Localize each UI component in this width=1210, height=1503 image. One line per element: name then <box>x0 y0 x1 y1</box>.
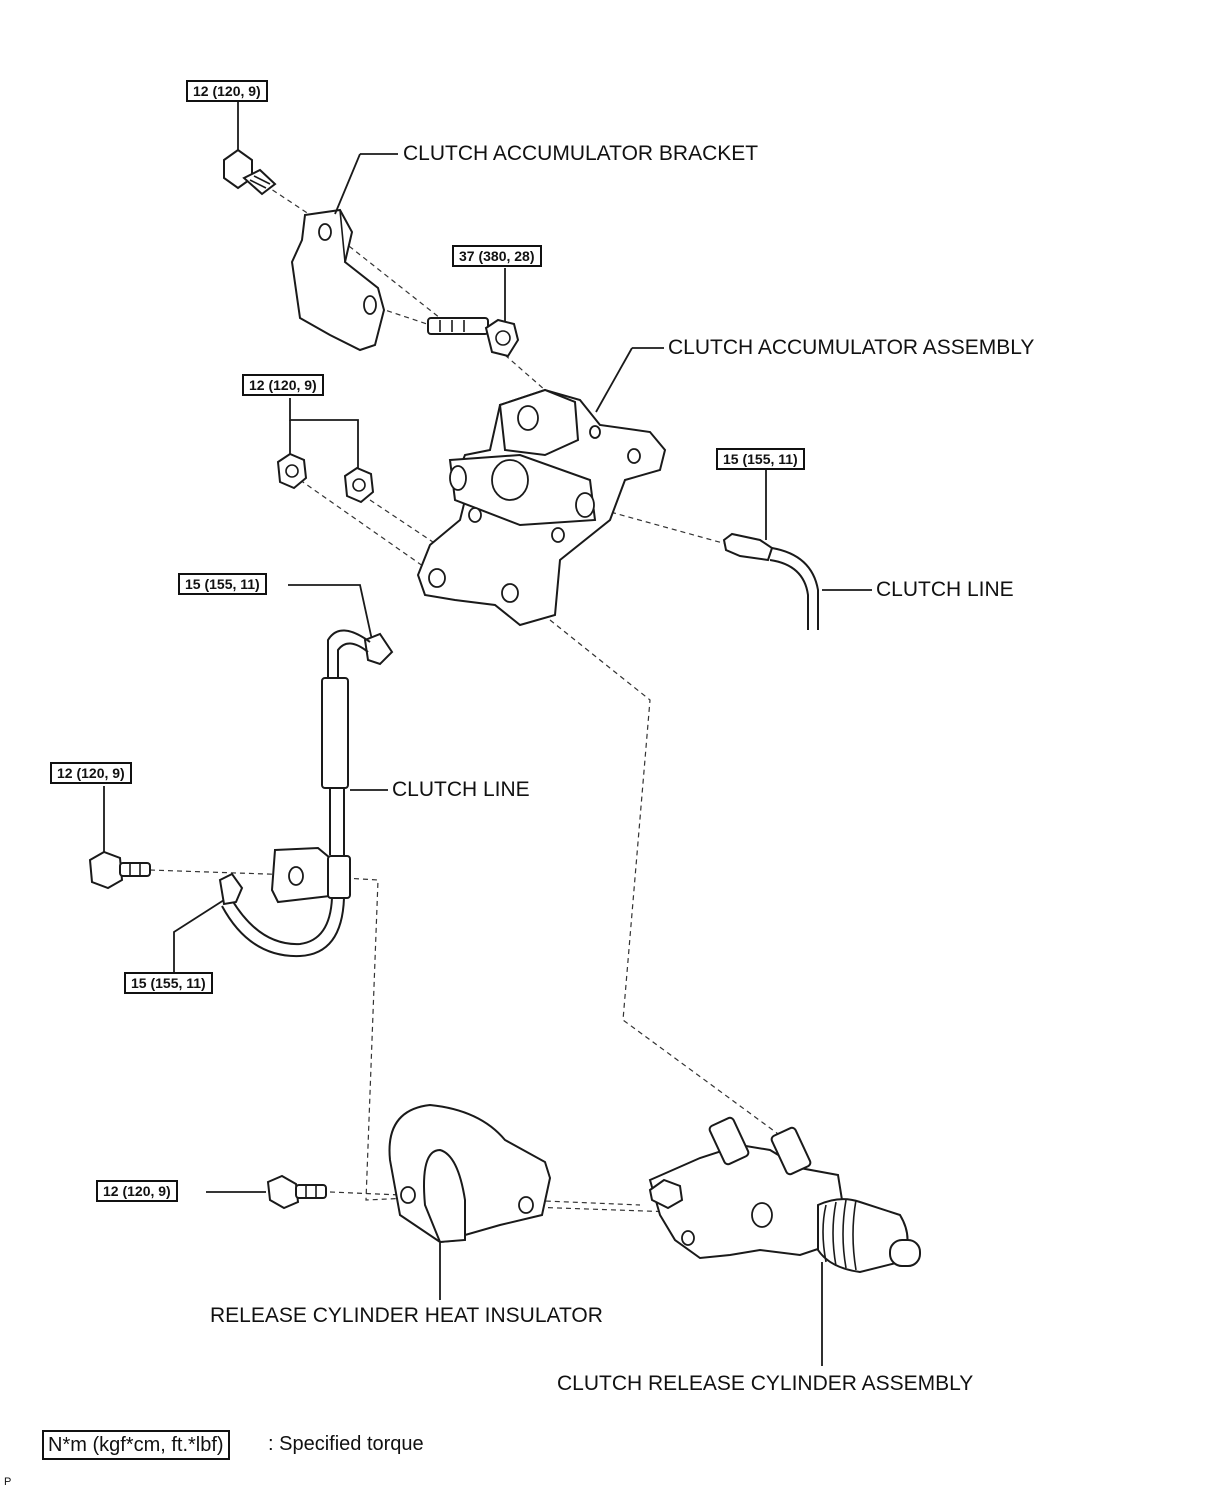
release-cylinder-heat-insulator <box>388 1103 552 1300</box>
torque-upper-line-union: 15 (155, 11) <box>716 448 805 470</box>
legend-torque-unit: N*m (kgf*cm, ft.*lbf) <box>42 1430 230 1460</box>
label-clutch-accumulator-assembly: CLUTCH ACCUMULATOR ASSEMBLY <box>668 336 1035 359</box>
lower-clutch-line <box>173 584 394 972</box>
torque-bracket-bolt: 12 (120, 9) <box>186 80 268 102</box>
torque-hose-bracket-bolt: 12 (120, 9) <box>50 762 132 784</box>
accumulator-bracket <box>290 153 398 352</box>
upper-clutch-line <box>722 470 872 630</box>
torque-insulator-bolt: 12 (120, 9) <box>96 1180 178 1202</box>
bracket-bolt <box>223 102 277 196</box>
torque-hose-union-bottom: 15 (155, 11) <box>124 972 213 994</box>
label-clutch-accumulator-bracket: CLUTCH ACCUMULATOR BRACKET <box>403 142 759 165</box>
torque-accumulator-bolt: 37 (380, 28) <box>452 245 542 267</box>
accumulator-bolt <box>427 268 520 358</box>
label-clutch-line-upper: CLUTCH LINE <box>876 578 1014 601</box>
corner-mark: P <box>4 1476 12 1488</box>
torque-accumulator-nuts: 12 (120, 9) <box>242 374 324 396</box>
clutch-release-cylinder <box>648 1116 921 1366</box>
legend-description: : Specified torque <box>268 1433 424 1455</box>
insulator-bolt <box>206 1174 327 1210</box>
accumulator-nuts <box>276 398 375 504</box>
torque-hose-union-top: 15 (155, 11) <box>178 573 267 595</box>
label-clutch-release-cylinder-assembly: CLUTCH RELEASE CYLINDER ASSEMBLY <box>557 1372 974 1395</box>
label-clutch-line-lower: CLUTCH LINE <box>392 778 530 801</box>
accumulator-assembly <box>416 347 667 627</box>
hose-bracket-bolt <box>88 786 151 890</box>
label-release-cylinder-heat-insulator: RELEASE CYLINDER HEAT INSULATOR <box>210 1304 603 1327</box>
